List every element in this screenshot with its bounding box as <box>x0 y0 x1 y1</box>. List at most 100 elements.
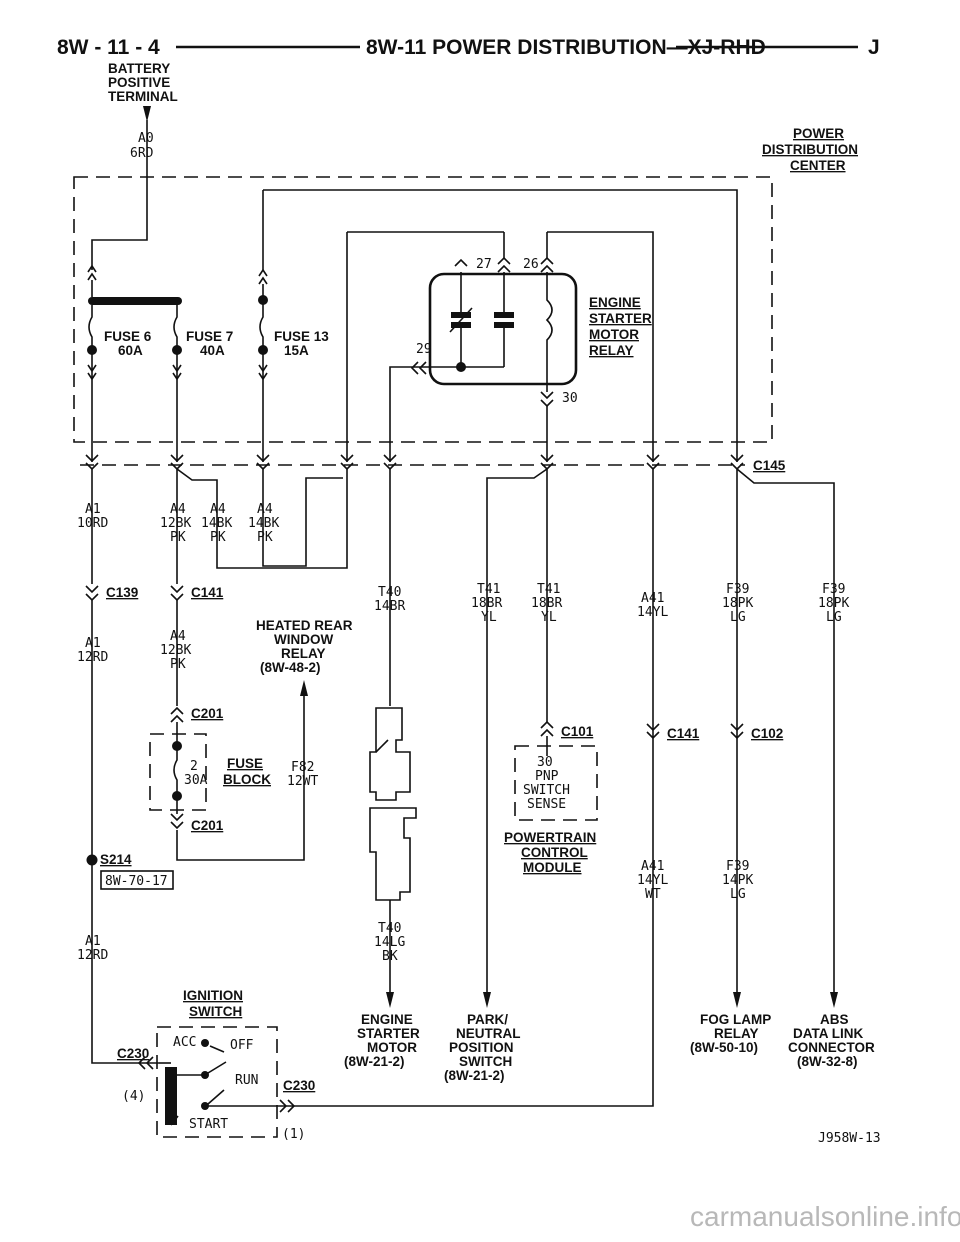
wire-f82-12wt <box>176 696 305 861</box>
wire-a4-2-label-2: 14BK <box>201 516 232 531</box>
connector-cavity-icon <box>730 723 744 740</box>
page-title: 8W-11 POWER DISTRIBUTION—XJ-RHD <box>366 36 766 59</box>
dest-engine-starter-motor: ENGINE STARTER MOTOR (8W-21-2) <box>344 1012 420 1069</box>
wire-t40-label-1: T40 <box>378 585 401 600</box>
relay-top-wires <box>347 231 654 462</box>
wire-t41-a-label-1: T41 <box>477 582 500 597</box>
arrow-abs-icon <box>830 992 838 1008</box>
ignition-off-arm <box>209 1045 225 1053</box>
wire-a4-3-label-2: 14BK <box>248 516 279 531</box>
wire-a4-1-label-1: A4 <box>170 502 186 517</box>
hwr-label-1: HEATED REAR <box>256 618 353 633</box>
connector-cavity-icon <box>137 1056 154 1070</box>
dest-park-label-2: NEUTRAL <box>456 1026 521 1041</box>
connector-cavity-icon <box>85 585 99 602</box>
wire-a1-low-label-2: 12RD <box>77 948 108 963</box>
connector-c201-a: C201 <box>191 706 224 721</box>
fuse-block-fuse-rating: 30A <box>184 773 208 788</box>
dest-abs-label-1: ABS <box>820 1012 849 1027</box>
dest-fog-label-2: RELAY <box>714 1026 759 1041</box>
ignition-acc: ACC <box>173 1035 196 1050</box>
ignition-pin-4: (4) <box>122 1089 145 1104</box>
connector-cavity-icon <box>170 585 184 602</box>
wire-a41-low-label-2: 14YL <box>637 873 668 888</box>
arrow-engine-starter-icon <box>386 992 394 1008</box>
wire-a41-label-1: A41 <box>641 591 664 606</box>
fuse-6-label: FUSE 6 <box>104 329 152 344</box>
relay-label: ENGINE STARTER MOTOR RELAY <box>589 295 652 358</box>
fuse-7-rating: 40A <box>200 343 225 358</box>
dest-park-label-1: PARK/ <box>467 1012 508 1027</box>
wire-a41-low-label-1: A41 <box>641 859 664 874</box>
connector-cavity-icon <box>170 706 184 723</box>
dest-park-label-5: (8W-21-2) <box>444 1068 505 1083</box>
wire-f39-a-label-2: 18PK <box>722 596 753 611</box>
connector-c201-b: C201 <box>191 818 224 833</box>
connector-c139: C139 <box>106 585 138 600</box>
wire-t40-low-label-2: 14LG <box>374 935 405 950</box>
ignition-title-1: IGNITION <box>183 988 243 1003</box>
connector-c141-a: C141 <box>191 585 224 600</box>
fuse-13-label: FUSE 13 <box>274 329 329 344</box>
relay-contact-icon <box>451 322 471 328</box>
dest-starter-label-4: (8W-21-2) <box>344 1054 405 1069</box>
splice-s214: S214 <box>100 852 132 867</box>
wire-t40-low-label-3: BK <box>382 949 398 964</box>
fuse-2-element <box>173 722 178 814</box>
connector-c101: C101 <box>561 724 594 739</box>
wire-t41-b-label-1: T41 <box>537 582 560 597</box>
page-code: J <box>868 36 880 59</box>
hwr-label-3: RELAY <box>281 646 326 661</box>
ignition-pin-1: (1) <box>282 1127 305 1142</box>
page-number: 8W - 11 - 4 <box>57 36 160 59</box>
wire-a41-label-2: 14YL <box>637 605 668 620</box>
fuse-7-terminal-icon <box>172 345 182 355</box>
fuse-6: FUSE 6 60A <box>87 264 152 360</box>
fuse-block-enclosure <box>149 733 207 811</box>
connector-cavity-icon <box>410 361 427 375</box>
wire-a0-label-1: A0 <box>138 131 154 146</box>
fuse-6-terminal-icon <box>87 345 97 355</box>
wire-f39-b-label-3: LG <box>826 610 842 625</box>
ignition-acc-contact-icon <box>201 1039 209 1047</box>
wire-a4-2-label-1: A4 <box>210 502 226 517</box>
connector-body-upper <box>369 707 411 801</box>
relay-label-1: ENGINE <box>589 295 641 310</box>
battery-label-2: POSITIVE <box>108 75 170 90</box>
hwr-label-4: (8W-48-2) <box>260 660 321 675</box>
wire-a0 <box>91 120 148 270</box>
connector-c102: C102 <box>751 726 783 741</box>
connector-c141-b: C141 <box>667 726 700 741</box>
ignition-start-arm <box>207 1089 225 1105</box>
fuse-7-element <box>173 305 178 360</box>
connector-cavity-icons <box>87 364 268 381</box>
starter-connector-icon <box>369 707 417 901</box>
fuse-13-terminal-top-icon <box>258 295 268 305</box>
fuse-6-element <box>88 280 93 360</box>
pdc-label-1: POWER <box>793 126 844 141</box>
dest-starter-label-2: STARTER <box>357 1026 420 1041</box>
fuse-7: FUSE 7 40A <box>172 305 233 360</box>
ignition-switch-enclosure <box>156 1026 278 1138</box>
wire-f82-label-2: 12WT <box>287 774 318 789</box>
wire-f39-low-label-1: F39 <box>726 859 749 874</box>
connector-c145: C145 <box>753 458 786 473</box>
wire-f39-b <box>736 468 835 992</box>
dest-abs-data-link-connector: ABS DATA LINK CONNECTOR (8W-32-8) <box>788 1012 875 1069</box>
connector-cavity-icon <box>540 720 554 737</box>
hwr-label-2: WINDOW <box>274 632 333 647</box>
wire-a4-2-label-3: PK <box>210 530 226 545</box>
connector-cavity-icon <box>540 391 554 408</box>
wire-f39-a-label-3: LG <box>730 610 746 625</box>
pdc-label-3: CENTER <box>790 158 846 173</box>
relay-pin-27: 27 <box>476 257 492 272</box>
wire-a1-label-2: 10RD <box>77 516 108 531</box>
relay-pin-29-wire <box>389 366 432 462</box>
dest-abs-label-2: DATA LINK <box>793 1026 863 1041</box>
splice-s214-icon <box>86 854 98 866</box>
wire-a4-low-label-3: PK <box>170 657 186 672</box>
ignition-run-arm <box>207 1061 227 1074</box>
reference-box <box>100 870 174 890</box>
wire-a41-low-label-3: WT <box>645 887 661 902</box>
